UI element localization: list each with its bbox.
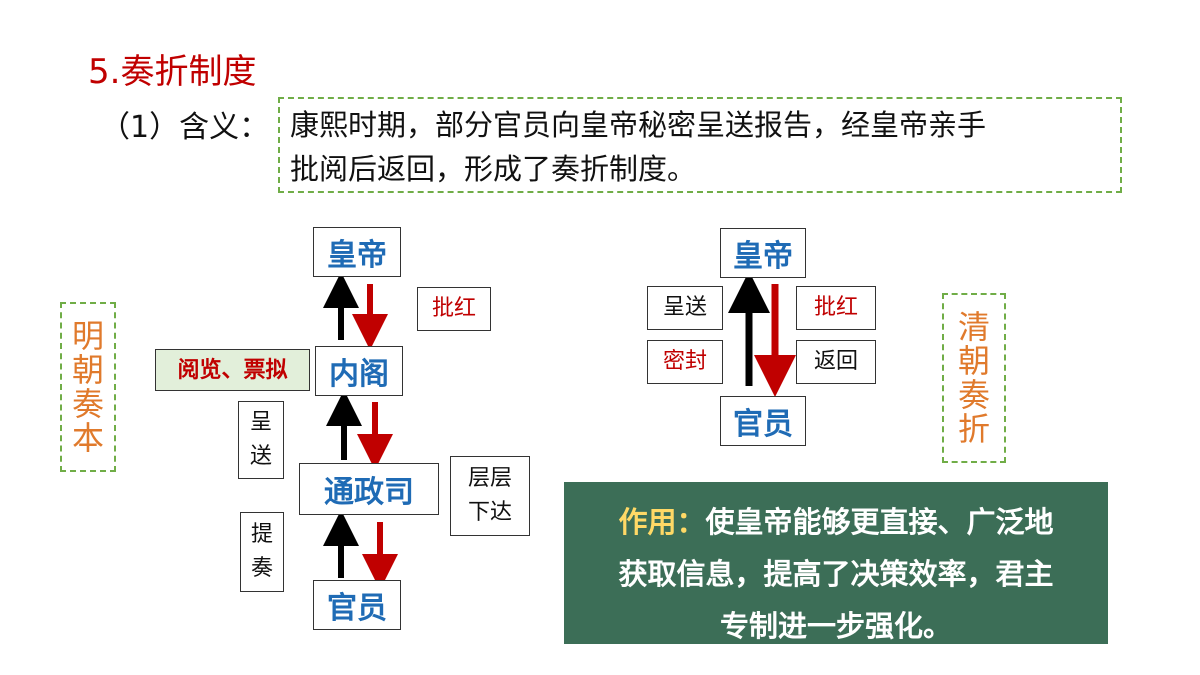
effect-line-1: 作用：使皇帝能够更直接、广泛地 <box>582 496 1090 548</box>
qing-fanhui-label: 返回 <box>796 340 876 384</box>
ming-tizou-label: 提 奏 <box>240 512 284 592</box>
ming-side-char-4: 本 <box>71 419 104 457</box>
ming-cengceng-label: 层层 下达 <box>450 456 530 536</box>
ming-side-char-3: 奏 <box>71 385 104 423</box>
qing-pihong-label: 批红 <box>796 286 876 330</box>
ming-tizou-char-2: 奏 <box>250 556 273 581</box>
effect-line-2: 获取信息，提高了决策效率，君主 <box>618 557 1054 591</box>
effect-box: 作用：使皇帝能够更直接、广泛地 获取信息，提高了决策效率，君主 专制进一步强化。 <box>564 482 1108 644</box>
ming-review-label: 阅览、票拟 <box>155 349 310 391</box>
qing-side-char-3: 奏 <box>957 376 990 414</box>
ming-side-label: 明 朝 奏 本 <box>60 302 116 472</box>
qing-mifeng-label: 密封 <box>647 340 723 384</box>
qing-side-char-1: 清 <box>957 308 990 346</box>
ming-chengsong-label: 呈 送 <box>238 401 284 479</box>
definition-box: 康熙时期，部分官员向皇帝秘密呈送报告，经皇帝亲手 批阅后返回，形成了奏折制度。 <box>278 97 1122 193</box>
ming-side-char-1: 明 <box>71 317 104 355</box>
ming-officials-node: 官员 <box>313 580 401 630</box>
page-title: 5.奏折制度 <box>88 52 257 92</box>
definition-label: （1）含义： <box>100 110 270 145</box>
ming-cengceng-line-2: 下达 <box>467 500 512 525</box>
qing-chengsong-label: 呈送 <box>647 286 723 330</box>
ming-chengsong-char-2: 送 <box>249 444 272 469</box>
ming-cabinet-node: 内阁 <box>315 346 403 396</box>
qing-officials-node: 官员 <box>720 396 806 446</box>
ming-pihong-label: 批红 <box>417 287 491 331</box>
ming-cengceng-line-1: 层层 <box>467 466 512 491</box>
ming-emperor-node: 皇帝 <box>313 227 401 277</box>
definition-line-2: 批阅后返回，形成了奏折制度。 <box>290 152 697 186</box>
ming-office-node: 通政司 <box>299 463 439 515</box>
definition-line-1: 康熙时期，部分官员向皇帝秘密呈送报告，经皇帝亲手 <box>290 108 987 142</box>
effect-line-3: 专制进一步强化。 <box>719 609 952 643</box>
effect-keyword: 作用： <box>618 505 706 539</box>
qing-side-char-2: 朝 <box>957 342 990 380</box>
qing-side-char-4: 折 <box>957 410 990 448</box>
ming-tizou-char-1: 提 <box>250 522 273 547</box>
ming-side-char-2: 朝 <box>71 351 104 389</box>
effect-text-1: 使皇帝能够更直接、广泛地 <box>705 505 1054 539</box>
qing-side-label: 清 朝 奏 折 <box>942 293 1006 463</box>
qing-emperor-node: 皇帝 <box>720 228 806 278</box>
ming-chengsong-char-1: 呈 <box>249 410 272 435</box>
